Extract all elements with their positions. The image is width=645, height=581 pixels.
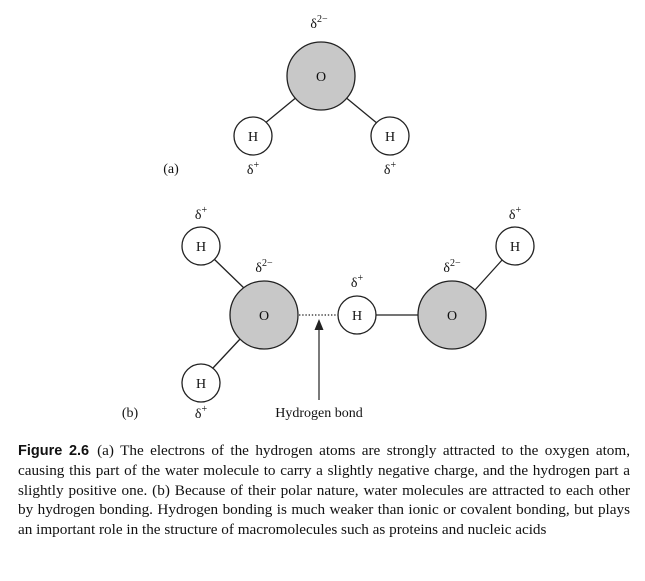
hydrogen-bond-label: Hydrogen bond [275, 406, 363, 421]
oxygen-symbol: O [447, 309, 457, 324]
hydrogen-bond-arrow-head [314, 319, 324, 330]
partial-positive-charge: δ+ [195, 205, 208, 223]
water-hydrogen-bond-diagram: O δ2− H δ+ H δ+ (a) H δ+ O δ2− H δ+ Hydr… [122, 14, 535, 422]
o-h-bond-right [343, 95, 379, 125]
hydrogen-bond: Hydrogen bond [275, 314, 363, 421]
o-h-bond [474, 258, 504, 291]
partial-positive-charge: δ+ [384, 160, 397, 178]
o-h-bond [213, 258, 246, 290]
hydrogen-atom-a-left [233, 116, 273, 156]
hydrogen-atom-b-right [495, 226, 535, 266]
part-a-label: (a) [163, 162, 179, 177]
hydrogen-symbol: H [385, 130, 395, 145]
hydrogen-atom-b-middle [337, 295, 377, 335]
partial-positive-charge: δ+ [509, 205, 522, 223]
oxygen-symbol: O [259, 309, 269, 324]
hydrogen-symbol: H [248, 130, 258, 145]
hydrogen-symbol: H [196, 377, 206, 392]
partial-positive-charge: δ+ [247, 160, 260, 178]
partial-negative-charge: δ2− [443, 258, 461, 276]
hydrogen-symbol: H [352, 309, 362, 324]
oxygen-symbol: O [316, 70, 326, 85]
hydrogen-atom-b-top [181, 226, 221, 266]
partial-positive-charge: δ+ [195, 404, 208, 422]
water-molecule-b-left: H δ+ O δ2− H δ+ [181, 205, 299, 422]
water-molecule-a: O δ2− H δ+ H δ+ (a) [163, 14, 410, 178]
figure-number: Figure 2.6 [18, 443, 90, 459]
hydrogen-atom-a-right [370, 116, 410, 156]
o-h-bond [212, 337, 242, 369]
partial-negative-charge: δ2− [310, 14, 328, 32]
partial-negative-charge: δ2− [255, 258, 273, 276]
hydrogen-symbol: H [196, 240, 206, 255]
part-b-label: (b) [122, 406, 139, 421]
figure-caption: Figure 2.6(a) The electrons of the hydro… [18, 441, 630, 539]
partial-positive-charge: δ+ [351, 273, 364, 291]
o-h-bond-left [263, 95, 299, 125]
hydrogen-symbol: H [510, 240, 520, 255]
water-molecule-b-right: H δ+ O δ2− H δ+ [337, 205, 535, 350]
oxygen-atom-b-left [229, 280, 299, 350]
oxygen-atom-b-right [417, 280, 487, 350]
oxygen-atom-a [286, 41, 356, 111]
caption-text: (a) The electrons of the hydrogen atoms … [18, 442, 630, 538]
hydrogen-atom-b-bottom [181, 363, 221, 403]
